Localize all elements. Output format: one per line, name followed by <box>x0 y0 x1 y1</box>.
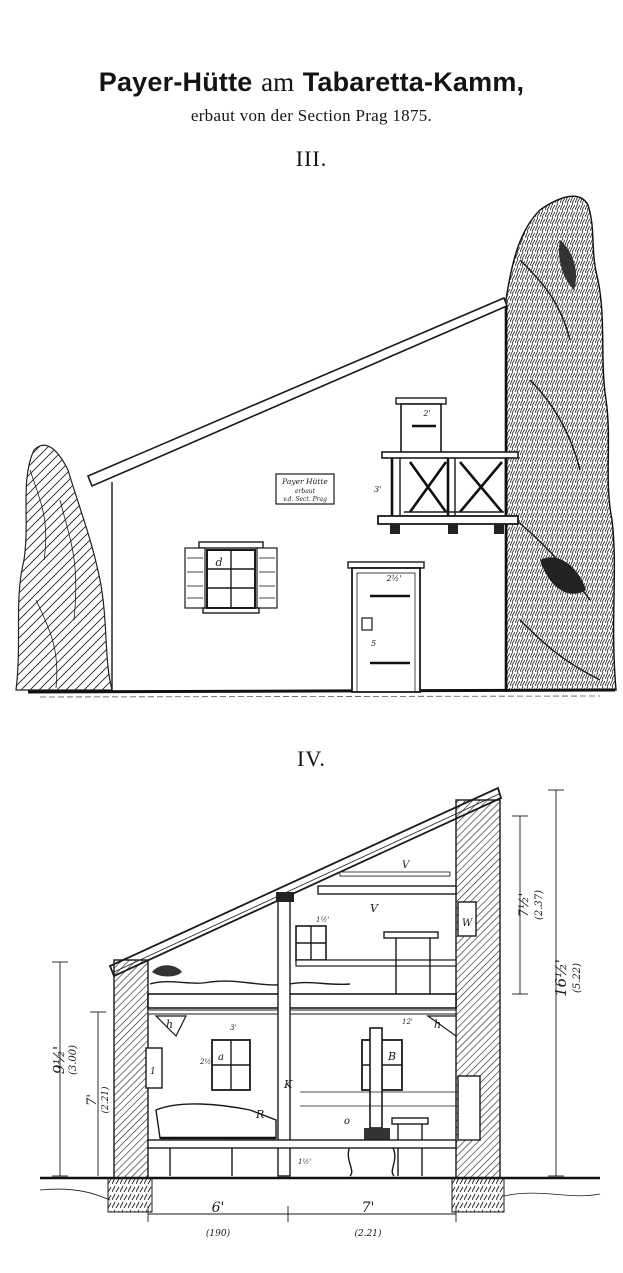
label-box: 1 <box>150 1067 156 1077</box>
window-letter: d <box>215 556 222 569</box>
elevation-ground <box>27 688 616 694</box>
dim-twelve: 12' <box>402 1018 413 1026</box>
label-stove: o <box>344 1116 350 1127</box>
balcony-door-dimension: 2' <box>422 409 430 418</box>
dim-width-left: 6' <box>212 1200 225 1216</box>
dim-total-height: 16½' <box>552 959 570 997</box>
bed-bunk <box>155 1103 277 1176</box>
label-a: a <box>218 1052 224 1063</box>
label-r: R <box>255 1108 264 1121</box>
balcony-railing <box>377 451 519 534</box>
title-location: Tabaretta-Kamm, <box>302 67 525 97</box>
label-v-bench: V <box>370 902 379 915</box>
left-rock-face <box>15 444 113 691</box>
label-b: B <box>387 1050 396 1063</box>
label-k: K <box>283 1078 293 1091</box>
label-h-right: h <box>434 1018 441 1031</box>
attic-wall-box <box>457 901 477 937</box>
dim-ground-height: 9½' <box>50 1046 68 1074</box>
label-w: W <box>462 918 473 929</box>
sign-line-1: Payer Hütte <box>281 477 328 486</box>
wall-cupboard <box>145 1047 163 1089</box>
ground-floor-slab <box>147 1139 457 1149</box>
dim-upper-height: 7½' <box>517 893 532 917</box>
dim-inner-height-metric: (2.21) <box>100 1086 111 1114</box>
dim-width-left-metric: (190) <box>206 1228 231 1239</box>
sign-line-2: erbaut <box>295 488 316 495</box>
attic-bench <box>295 959 457 967</box>
attic-window <box>295 925 327 961</box>
partition-wall <box>277 899 291 1177</box>
dimension-lines <box>52 789 564 1222</box>
dim-bed: 1½' <box>298 1158 311 1166</box>
elevation-drawing: Payer Hütte erbaut v.d. Sect. Prag d <box>15 195 617 698</box>
dim-width-right-metric: (2.21) <box>354 1228 382 1239</box>
dim-window-lower: 2½' <box>199 1058 213 1066</box>
dim-ground-height-metric: (3.00) <box>68 1045 79 1075</box>
entrance-door <box>347 561 425 693</box>
dim-total-height-metric: (5.22) <box>572 963 583 993</box>
foundation-left <box>107 1177 153 1213</box>
title-connector: am <box>261 67 295 97</box>
label-v-top: V <box>402 860 411 871</box>
balcony-door <box>395 397 447 457</box>
left-wall <box>113 959 149 1179</box>
balcony-dimension: 3' <box>374 485 381 494</box>
bracket-right <box>426 1015 457 1038</box>
ground-window-left <box>211 1039 251 1091</box>
bracket-left <box>154 1015 187 1038</box>
dim-window-upper: 1½' <box>316 916 329 924</box>
door-dimension: 2½' <box>385 574 401 583</box>
door-lock-label: 5 <box>371 639 376 648</box>
right-wall-shelf <box>457 1075 481 1141</box>
page-title: Payer-Hütte am Tabaretta-Kamm, <box>0 66 623 99</box>
title-hut-name: Payer-Hütte <box>98 67 253 97</box>
foundation-right <box>451 1177 505 1213</box>
page-subtitle: erbaut von der Section Prag 1875. <box>190 106 433 125</box>
sign-line-3: v.d. Sect. Prag <box>283 496 327 503</box>
dim-upper-height-metric: (2.37) <box>534 890 545 920</box>
attic-table <box>383 931 439 939</box>
figure-label-section: IV. <box>297 746 326 771</box>
dim-three: 3' <box>230 1024 236 1032</box>
figure-label-elevation: III. <box>295 146 328 171</box>
window-with-shutters <box>184 541 278 614</box>
ground-table <box>391 1117 429 1125</box>
right-rock-face <box>505 195 617 691</box>
attic-floor <box>147 993 457 1009</box>
hut-name-sign <box>275 473 335 505</box>
label-h-left: h <box>166 1018 173 1031</box>
attic-shelf <box>317 885 457 895</box>
dim-inner-height: 7' <box>85 1094 100 1106</box>
dim-width-right: 7' <box>362 1200 375 1216</box>
